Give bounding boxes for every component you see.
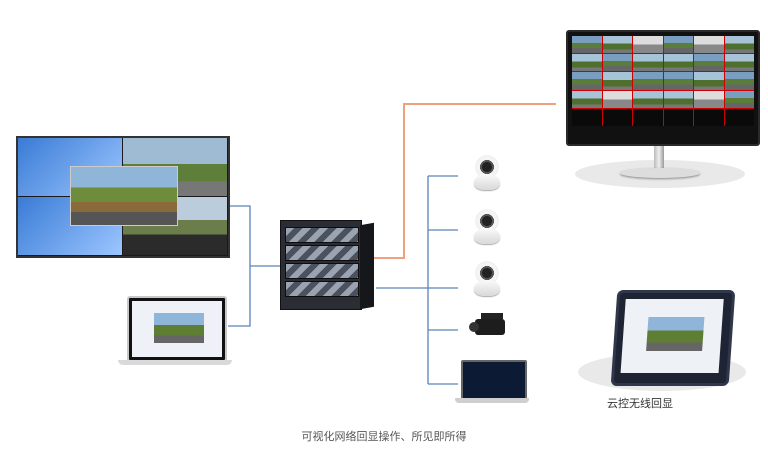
tablet-icon — [610, 290, 736, 386]
wire-desktop — [228, 205, 251, 327]
laptop-base — [118, 360, 232, 365]
laptop-icon — [127, 296, 227, 362]
switcher-laptop-icon — [461, 360, 527, 402]
diagram-caption: 可视化网络回显操作、所见即所得 — [301, 430, 467, 443]
wire-to-videowall — [360, 103, 556, 259]
dome-camera-icon — [474, 210, 500, 246]
dome-camera-icon — [474, 156, 500, 192]
server-icon — [280, 220, 376, 310]
tablet-label: 云控无线回显 — [607, 397, 673, 410]
dome-camera-icon — [474, 262, 500, 298]
camcorder-icon — [469, 313, 513, 339]
video-wall-grid — [572, 36, 754, 126]
video-wall-monitor-icon — [566, 30, 760, 146]
monitor-stand — [654, 142, 664, 170]
desktop-monitor-icon — [16, 136, 230, 258]
monitor-stand-base — [620, 168, 700, 178]
screen-overlay-window — [70, 166, 178, 226]
switcher-laptop-base — [455, 398, 529, 403]
